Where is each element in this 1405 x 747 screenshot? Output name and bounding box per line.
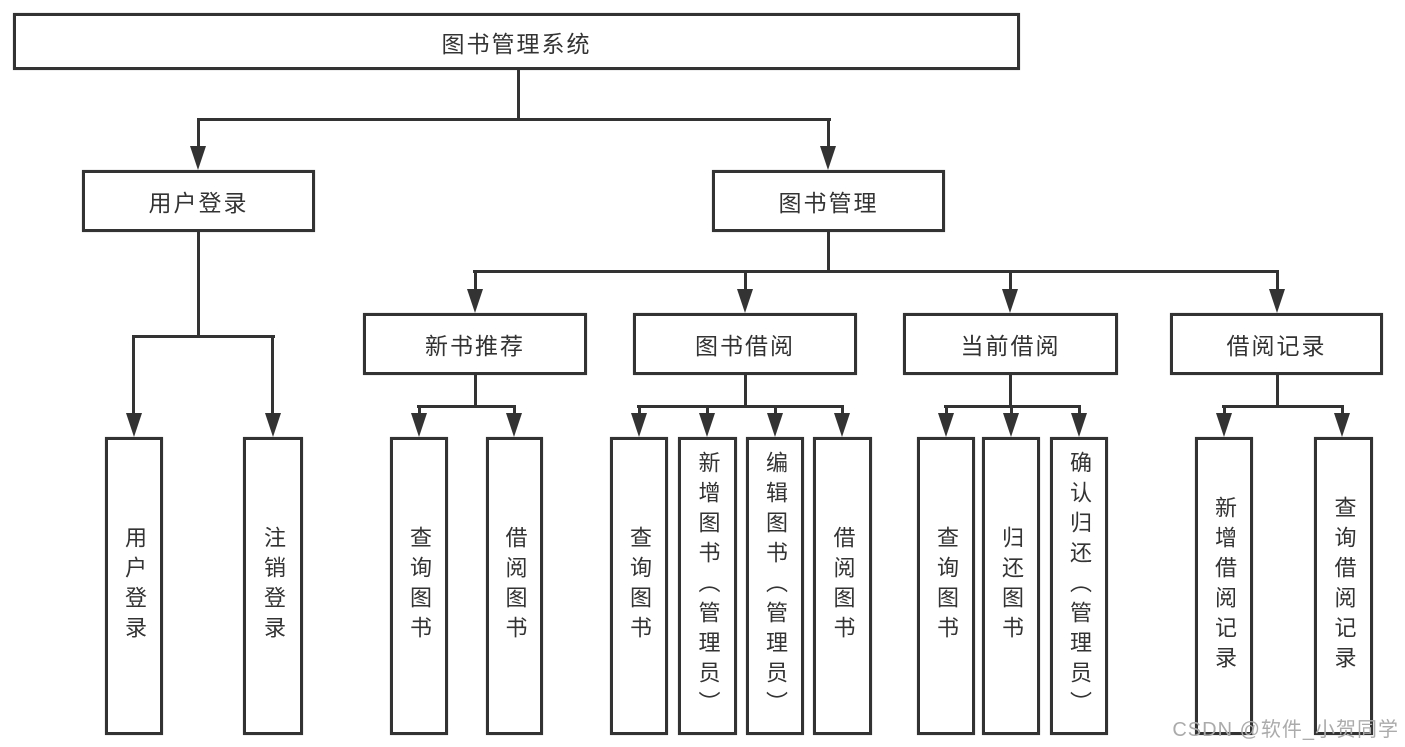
node-current-borrow-label: 当前借阅 bbox=[960, 333, 1061, 359]
connector-vline bbox=[945, 405, 948, 417]
leaf-recommend-query-book-label: 查询图书 bbox=[407, 526, 432, 646]
connector-vline bbox=[706, 405, 709, 417]
connector-vline bbox=[1010, 405, 1013, 417]
arrowhead-down-icon bbox=[467, 289, 483, 313]
arrowhead-down-icon bbox=[411, 413, 427, 437]
node-book-borrow: 图书借阅 bbox=[633, 313, 857, 375]
connector-hline bbox=[637, 405, 844, 408]
arrowhead-down-icon bbox=[265, 413, 281, 437]
arrowhead-down-icon bbox=[699, 413, 715, 437]
connector-hline bbox=[197, 118, 831, 121]
leaf-borrow-edit-book-admin: 编辑图书（管理员） bbox=[746, 437, 804, 735]
leaf-user-login-label: 用户登录 bbox=[122, 526, 147, 646]
node-book-management: 图书管理 bbox=[712, 170, 945, 232]
arrowhead-down-icon bbox=[1269, 289, 1285, 313]
leaf-borrow-query-book-label: 查询图书 bbox=[627, 526, 652, 646]
arrowhead-down-icon bbox=[1003, 413, 1019, 437]
connector-vline bbox=[132, 335, 135, 417]
connector-vline bbox=[744, 375, 747, 407]
leaf-current-confirm-return-admin: 确认归还（管理员） bbox=[1050, 437, 1108, 735]
arrowhead-down-icon bbox=[506, 413, 522, 437]
connector-vline bbox=[774, 405, 777, 417]
connector-vline bbox=[827, 118, 830, 150]
connector-vline bbox=[1078, 405, 1081, 417]
leaf-borrow-add-book-admin-label: 新增图书（管理员） bbox=[695, 451, 721, 721]
arrowhead-down-icon bbox=[126, 413, 142, 437]
leaf-recommend-query-book: 查询图书 bbox=[390, 437, 448, 735]
leaf-logout: 注销登录 bbox=[243, 437, 303, 735]
connector-hline bbox=[1222, 405, 1344, 408]
leaf-records-query-record: 查询借阅记录 bbox=[1314, 437, 1373, 735]
leaf-recommend-borrow-book-label: 借阅图书 bbox=[502, 526, 528, 646]
node-borrow-records-label: 借阅记录 bbox=[1226, 333, 1327, 359]
node-user-login-label: 用户登录 bbox=[148, 190, 249, 216]
leaf-recommend-borrow-book: 借阅图书 bbox=[486, 437, 543, 735]
arrowhead-down-icon bbox=[1216, 413, 1232, 437]
connector-vline bbox=[474, 270, 477, 292]
connector-vline bbox=[517, 70, 520, 118]
connector-vline bbox=[1276, 375, 1279, 407]
leaf-user-login: 用户登录 bbox=[105, 437, 163, 735]
connector-vline bbox=[513, 405, 516, 417]
connector-hline bbox=[417, 405, 516, 408]
connector-vline bbox=[474, 375, 477, 407]
leaf-records-add-record-label: 新增借阅记录 bbox=[1212, 496, 1237, 676]
leaf-current-confirm-return-admin-label: 确认归还（管理员） bbox=[1067, 451, 1092, 721]
node-book-management-label: 图书管理 bbox=[778, 190, 879, 216]
connector-hline bbox=[132, 335, 275, 338]
connector-vline bbox=[197, 232, 200, 338]
leaf-current-return-book-label: 归还图书 bbox=[999, 526, 1024, 646]
node-new-book-recommend-label: 新书推荐 bbox=[425, 333, 525, 359]
node-new-book-recommend: 新书推荐 bbox=[363, 313, 587, 375]
arrowhead-down-icon bbox=[834, 413, 850, 437]
connector-vline bbox=[1341, 405, 1344, 417]
node-current-borrow: 当前借阅 bbox=[903, 313, 1118, 375]
node-book-borrow-label: 图书借阅 bbox=[695, 333, 795, 359]
connector-vline bbox=[841, 405, 844, 417]
arrowhead-down-icon bbox=[631, 413, 647, 437]
connector-vline bbox=[1223, 405, 1226, 417]
leaf-logout-label: 注销登录 bbox=[261, 526, 286, 646]
leaf-borrow-add-book-admin: 新增图书（管理员） bbox=[678, 437, 737, 735]
arrowhead-down-icon bbox=[1071, 413, 1087, 437]
connector-vline bbox=[827, 232, 830, 272]
leaf-current-query-book-label: 查询图书 bbox=[934, 526, 959, 646]
leaf-borrow-edit-book-admin-label: 编辑图书（管理员） bbox=[763, 451, 788, 721]
node-user-login: 用户登录 bbox=[82, 170, 315, 232]
connector-vline bbox=[638, 405, 641, 417]
arrowhead-down-icon bbox=[1002, 289, 1018, 313]
leaf-records-query-record-label: 查询借阅记录 bbox=[1331, 496, 1357, 676]
connector-vline bbox=[1009, 270, 1012, 292]
arrowhead-down-icon bbox=[737, 289, 753, 313]
leaf-borrow-borrow-book-label: 借阅图书 bbox=[830, 526, 856, 646]
connector-vline bbox=[418, 405, 421, 417]
leaf-borrow-borrow-book: 借阅图书 bbox=[813, 437, 872, 735]
connector-vline bbox=[271, 335, 274, 417]
leaf-records-add-record: 新增借阅记录 bbox=[1195, 437, 1253, 735]
watermark: CSDN @软件_小贺同学 bbox=[1172, 719, 1399, 741]
connector-vline bbox=[197, 118, 200, 150]
node-library-system-label: 图书管理系统 bbox=[441, 30, 592, 57]
leaf-current-return-book: 归还图书 bbox=[982, 437, 1040, 735]
connector-vline bbox=[744, 270, 747, 292]
connector-hline bbox=[473, 270, 1279, 273]
leaf-borrow-query-book: 查询图书 bbox=[610, 437, 668, 735]
arrowhead-down-icon bbox=[938, 413, 954, 437]
arrowhead-down-icon bbox=[1334, 413, 1350, 437]
arrowhead-down-icon bbox=[767, 413, 783, 437]
connector-vline bbox=[1276, 270, 1279, 292]
node-borrow-records: 借阅记录 bbox=[1170, 313, 1383, 375]
leaf-current-query-book: 查询图书 bbox=[917, 437, 975, 735]
connector-vline bbox=[1009, 375, 1012, 407]
arrowhead-down-icon bbox=[820, 146, 836, 170]
arrowhead-down-icon bbox=[190, 146, 206, 170]
node-library-system: 图书管理系统 bbox=[13, 13, 1020, 70]
